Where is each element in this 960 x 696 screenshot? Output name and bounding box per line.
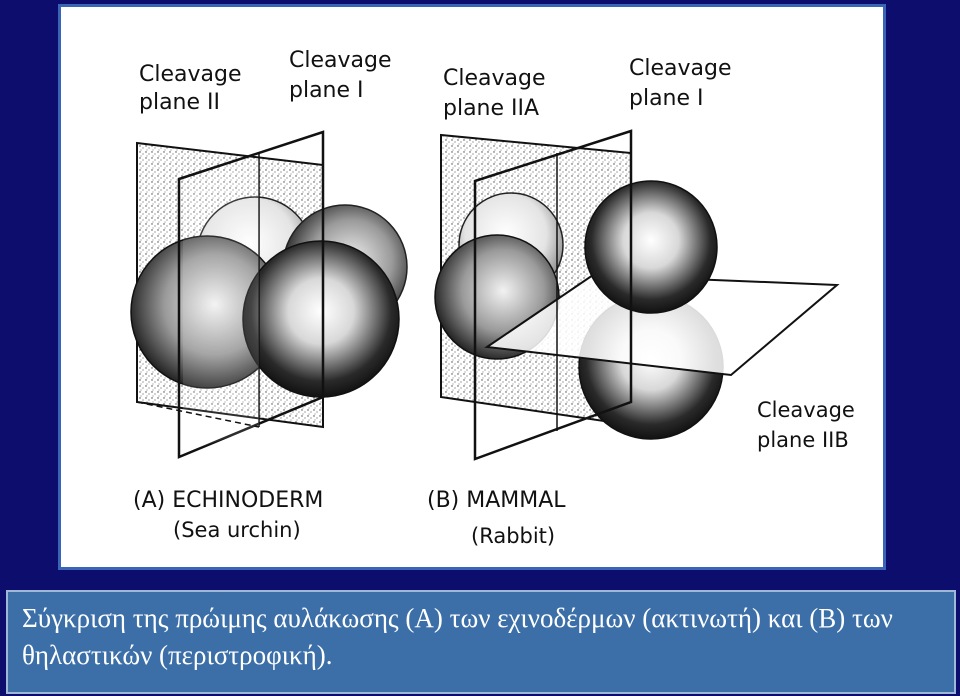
cleavage-diagram: Cleavage plane II Cleavage plane I (A) E… [130,48,855,548]
panel-b-plane-iib-label-line2: plane IIB [757,428,849,452]
plane-i [473,129,633,461]
panel-a-plane-i-label-line1: Cleavage [289,48,392,73]
panel-b-title: (B) MAMMAL [427,488,566,513]
panel-a-echinoderm: Cleavage plane II Cleavage plane I (A) E… [130,48,408,542]
panel-b-plane-i-label-line1: Cleavage [629,56,732,81]
panel-a-subtitle: (Sea urchin) [173,518,301,542]
panel-b-subtitle: (Rabbit) [471,524,555,548]
caption-box: Σύγκριση της πρώιμης αυλάκωσης (Α) των ε… [6,590,956,694]
figure-frame: Cleavage plane II Cleavage plane I (A) E… [58,4,886,570]
panel-a-plane-ii-label-line2: plane II [139,90,220,115]
blastomere [584,180,718,314]
panel-b-plane-iia-label-line2: plane IIA [443,96,539,121]
panel-a-plane-i-label-line2: plane I [289,78,364,103]
panel-b-mammal: Cleavage plane IIA Cleavage plane I Clea… [427,56,855,548]
panel-a-plane-ii-label-line1: Cleavage [139,62,242,87]
blastomere [242,240,400,398]
plane-edge [136,401,260,428]
panel-b-plane-i-label-line2: plane I [629,86,704,111]
plane-i-face [183,159,259,453]
panel-a-title: (A) ECHINODERM [133,488,323,513]
panel-b-plane-iib-label-line1: Cleavage [757,398,855,422]
panel-b-plane-iia-label-line1: Cleavage [443,66,546,91]
caption-text: Σύγκριση της πρώιμης αυλάκωσης (Α) των ε… [22,603,893,670]
plane-i [177,130,325,459]
